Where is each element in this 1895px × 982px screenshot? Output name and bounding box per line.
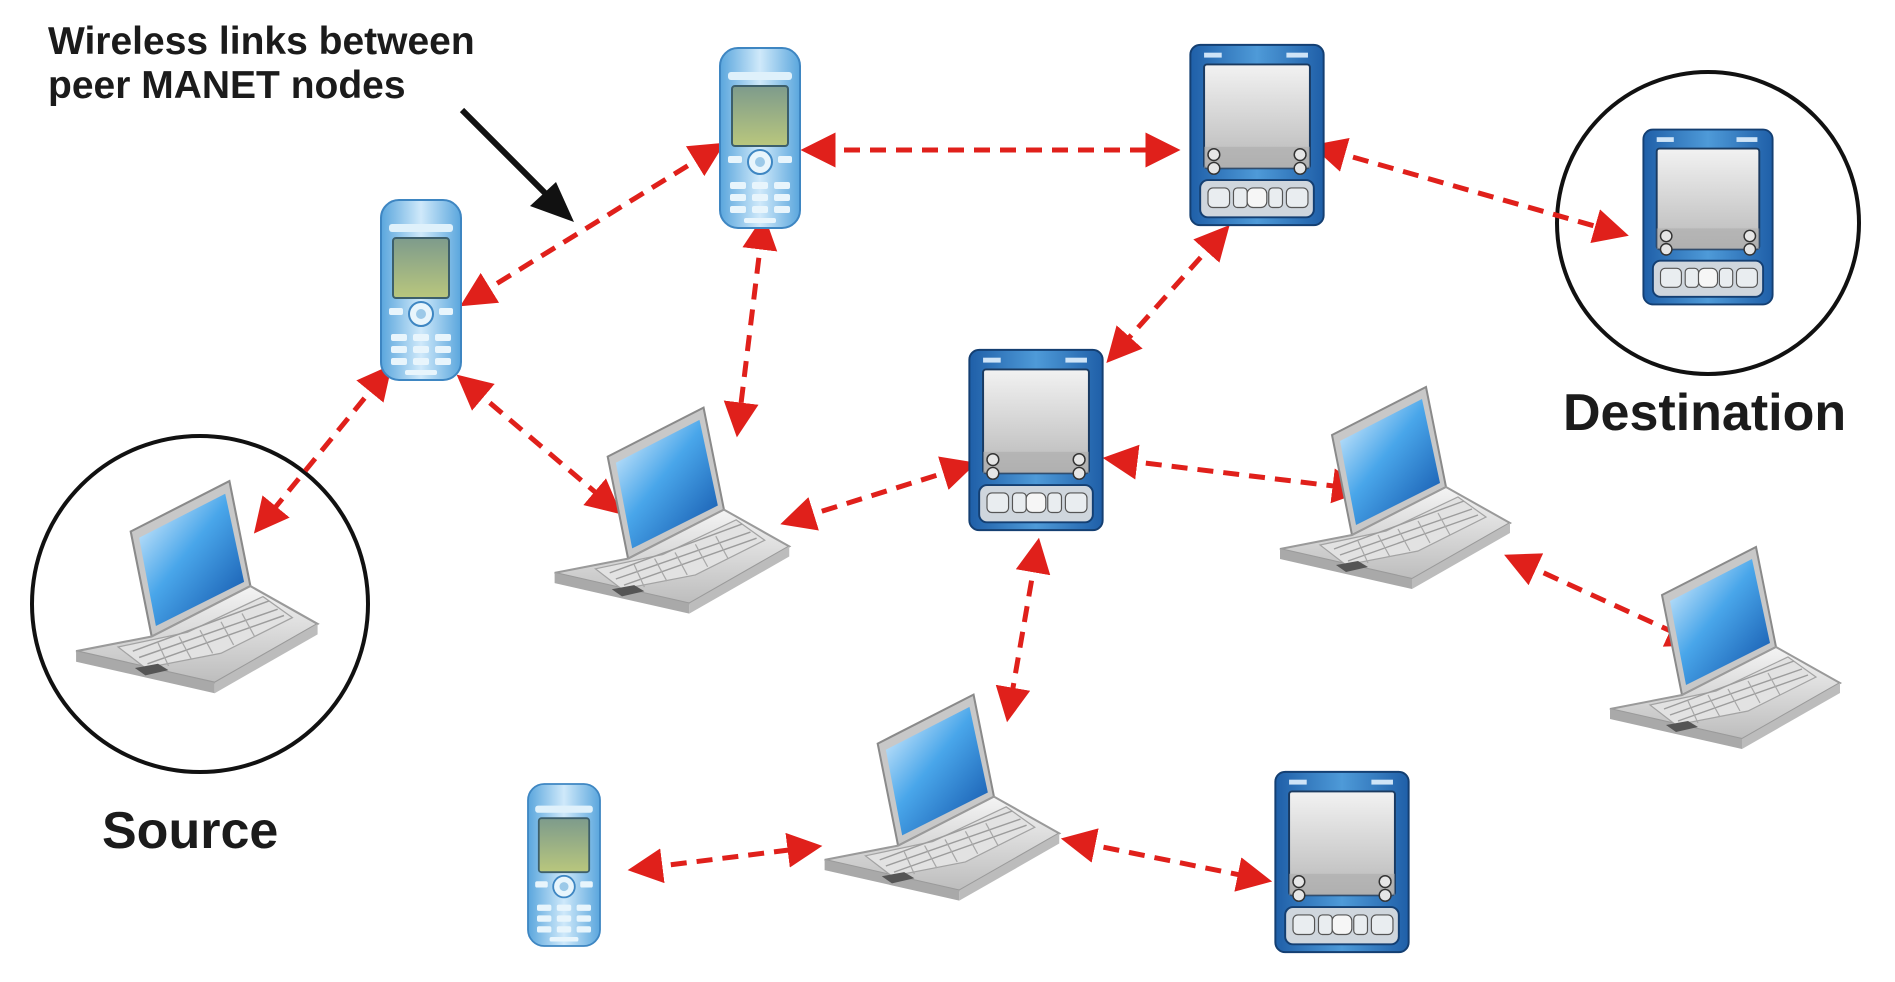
caption-line-1: Wireless links between xyxy=(48,20,475,63)
source-label: Source xyxy=(102,802,279,860)
network-nodes xyxy=(75,43,1841,954)
pointer-arrowhead xyxy=(530,182,574,222)
pda-icon xyxy=(1274,770,1410,954)
pda-icon xyxy=(968,348,1104,532)
wireless-links xyxy=(253,132,1702,892)
wireless-link-phone-c-laptop-d xyxy=(627,832,823,884)
node-phone-a xyxy=(380,199,462,381)
caption-pointer-arrow xyxy=(459,107,574,222)
node-phone-c xyxy=(527,783,601,947)
node-phone-b xyxy=(719,47,801,229)
wireless-link-phone-a-laptop-b xyxy=(456,374,622,515)
wireless-link-laptop-b-pda-c xyxy=(780,456,977,531)
wireless-link-pda-c-laptop-c xyxy=(1102,444,1368,504)
mobile-phone-icon xyxy=(380,199,462,381)
caption-line-2: peer MANET nodes xyxy=(48,64,406,107)
pda-icon xyxy=(1189,43,1325,227)
pointer-shaft xyxy=(459,107,551,199)
wireless-link-pda-a-pda-dest xyxy=(1311,137,1629,244)
node-laptop-d xyxy=(823,693,1061,902)
pda-icon xyxy=(1642,128,1774,306)
node-laptop-e xyxy=(1609,546,1841,750)
source-node-laptop-src xyxy=(75,480,319,695)
wireless-link-phone-b-laptop-b xyxy=(723,214,778,438)
source-highlight-ring xyxy=(30,434,370,774)
wireless-link-pda-a-pda-c xyxy=(1106,224,1230,364)
node-laptop-c xyxy=(1279,386,1511,590)
node-pda-e xyxy=(1274,770,1410,954)
wireless-link-phone-a-laptop-src xyxy=(253,364,393,534)
destination-node-pda-dest xyxy=(1642,128,1774,306)
laptop-icon xyxy=(1609,546,1841,750)
wireless-link-laptop-c-laptop-e xyxy=(1504,553,1702,647)
wireless-link-phone-a-phone-b xyxy=(460,142,725,307)
laptop-icon xyxy=(1279,386,1511,590)
mobile-phone-icon xyxy=(719,47,801,229)
node-laptop-b xyxy=(553,406,791,615)
laptop-icon xyxy=(823,693,1061,902)
laptop-icon xyxy=(553,406,791,615)
caption-label: Wireless links between peer MANET nodes xyxy=(48,20,475,108)
mobile-phone-icon xyxy=(527,783,601,947)
node-pda-c xyxy=(968,348,1104,532)
node-pda-a xyxy=(1189,43,1325,227)
wireless-link-pda-c-laptop-d xyxy=(995,537,1051,723)
destination-label: Destination xyxy=(1563,384,1847,442)
laptop-icon xyxy=(75,480,319,695)
wireless-link-laptop-d-pda-e xyxy=(1060,828,1273,892)
